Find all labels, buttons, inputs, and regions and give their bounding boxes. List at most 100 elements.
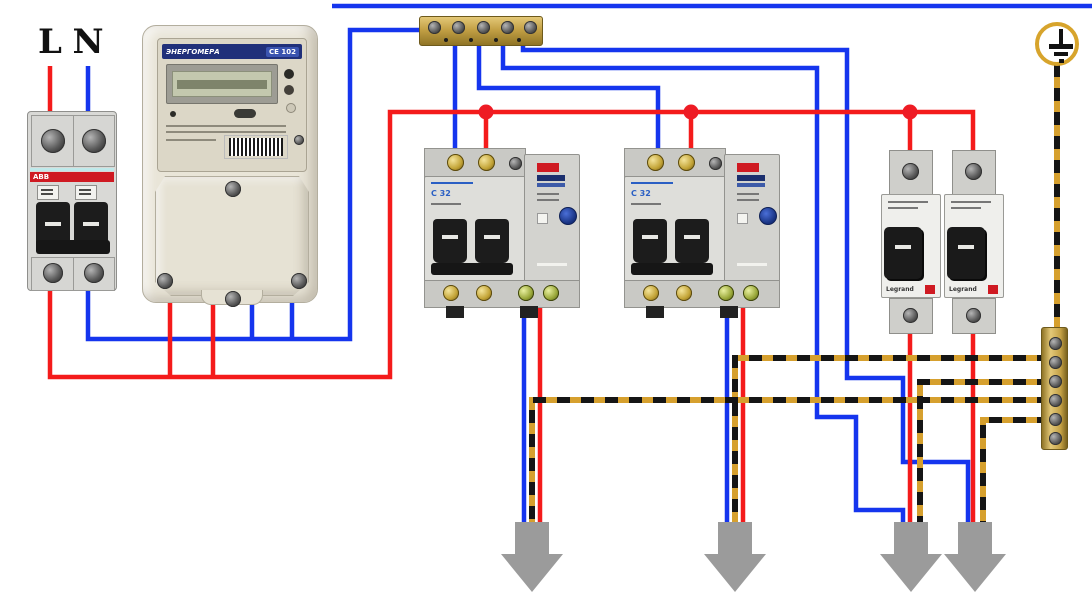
indicator-mark bbox=[79, 189, 91, 191]
earth-symbol-bar bbox=[1059, 59, 1064, 63]
rcd-top-terminals bbox=[424, 148, 526, 178]
terminal-screw bbox=[647, 154, 664, 171]
rcd-marking-line bbox=[737, 199, 759, 201]
rcd-mount-tab bbox=[720, 306, 738, 318]
breaker-brand-chip bbox=[988, 285, 998, 294]
busbar-screw bbox=[1049, 375, 1062, 388]
busbar-screw bbox=[1049, 413, 1062, 426]
earth-symbol-stem bbox=[1059, 29, 1063, 45]
breaker-toggle[interactable] bbox=[884, 227, 922, 279]
rcd-toggle[interactable] bbox=[433, 219, 467, 263]
terminal-screw bbox=[903, 308, 918, 323]
meter-spec-line bbox=[166, 125, 286, 127]
meter-button[interactable] bbox=[284, 69, 294, 79]
terminal-screw bbox=[966, 308, 981, 323]
breaker-brand: Legrand bbox=[886, 286, 914, 293]
meter-model: CE 102 bbox=[266, 46, 299, 57]
breaker-bottom-terminal bbox=[952, 298, 996, 334]
rcd-top-terminals bbox=[624, 148, 726, 178]
breaker-marking-line bbox=[888, 201, 928, 203]
output-arrow bbox=[880, 522, 942, 592]
busbar-hole bbox=[444, 38, 448, 42]
terminal-screw bbox=[743, 285, 759, 301]
meter-oval-button[interactable] bbox=[234, 109, 256, 118]
toggle-mark bbox=[895, 245, 911, 249]
terminal-screw bbox=[518, 285, 534, 301]
neutral-label: N bbox=[72, 22, 104, 62]
rcd-indicator-window bbox=[737, 213, 748, 224]
meter-button[interactable] bbox=[284, 85, 294, 95]
line-label: L bbox=[38, 22, 62, 62]
cover-screw bbox=[157, 273, 173, 289]
rcd-marking-line bbox=[737, 263, 767, 266]
rcd-indicator-window bbox=[537, 213, 548, 224]
rcd-bottom-terminals bbox=[424, 280, 580, 308]
branch-breaker-2: Legrand bbox=[944, 150, 1004, 334]
terminal-screw bbox=[709, 157, 722, 170]
toggle-mark bbox=[958, 245, 974, 249]
main-breaker-top-terminals bbox=[31, 115, 115, 167]
main-breaker-brand-band: ABB bbox=[30, 172, 114, 182]
main-breaker-brand: ABB bbox=[33, 173, 50, 181]
rcd-bottom-terminals bbox=[624, 280, 780, 308]
output-arrow bbox=[501, 522, 563, 592]
terminal-screw bbox=[643, 285, 659, 301]
busbar-hole bbox=[494, 38, 498, 42]
terminal bbox=[32, 116, 74, 166]
rcd-marking-line bbox=[431, 182, 473, 184]
meter-lcd bbox=[166, 64, 278, 104]
toggle-tie-bar bbox=[631, 263, 713, 275]
rcd-toggle[interactable] bbox=[675, 219, 709, 263]
rcd-rating: C 32 bbox=[431, 189, 451, 198]
rcd-differential-module bbox=[524, 154, 580, 282]
rcd-marking-line bbox=[537, 263, 567, 266]
breaker-top-terminal bbox=[889, 150, 933, 198]
breaker-bottom-terminal bbox=[889, 298, 933, 334]
rcd-switch-module: C 32 bbox=[424, 176, 526, 282]
rcd-marking-line bbox=[431, 203, 461, 205]
rcd-toggle[interactable] bbox=[475, 219, 509, 263]
terminal-screw bbox=[509, 157, 522, 170]
rcd-marking-line bbox=[631, 182, 673, 184]
rcd-mount-tab bbox=[446, 306, 464, 318]
rcd-rating: C 32 bbox=[631, 189, 651, 198]
terminal-screw bbox=[718, 285, 734, 301]
face-screw bbox=[294, 135, 304, 145]
terminal bbox=[73, 258, 114, 290]
terminal-screw bbox=[478, 154, 495, 171]
busbar-screw bbox=[477, 21, 490, 34]
rcd-test-button[interactable] bbox=[759, 207, 777, 225]
branch-breaker-1: Legrand bbox=[881, 150, 941, 334]
rcd-toggle[interactable] bbox=[633, 219, 667, 263]
main-breaker: ABB bbox=[27, 111, 117, 291]
rcd-marking-line bbox=[737, 193, 759, 195]
meter-pulse-led bbox=[170, 111, 176, 117]
terminal-screw bbox=[476, 285, 492, 301]
rcd-label-bar bbox=[737, 175, 765, 181]
breaker-toggle[interactable] bbox=[947, 227, 985, 279]
breaker-brand-chip bbox=[925, 285, 935, 294]
earth-busbar bbox=[1041, 327, 1068, 450]
rcd-differential-module bbox=[724, 154, 780, 282]
meter-face: ЭНЕРГОМЕРА CE 102 bbox=[157, 38, 307, 172]
cover-screw bbox=[225, 181, 241, 197]
rcd-marking-line bbox=[631, 203, 661, 205]
rcd-test-button[interactable] bbox=[559, 207, 577, 225]
toggle-mark bbox=[442, 235, 458, 239]
earth-symbol bbox=[1035, 22, 1079, 66]
terminal-screw bbox=[443, 285, 459, 301]
busbar-screw bbox=[1049, 356, 1062, 369]
busbar-screw bbox=[428, 21, 441, 34]
meter-spec-line bbox=[166, 131, 286, 133]
indicator-window bbox=[75, 185, 97, 200]
rcd-mount-tab bbox=[520, 306, 538, 318]
breaker-accent-stripe bbox=[30, 168, 114, 171]
meter-lcd-glass bbox=[172, 71, 272, 97]
energy-meter: ЭНЕРГОМЕРА CE 102 bbox=[142, 25, 318, 307]
meter-spec-line bbox=[166, 139, 216, 141]
main-breaker-bottom-terminals bbox=[31, 257, 115, 291]
toggle-tie-bar bbox=[431, 263, 513, 275]
terminal-screw bbox=[83, 263, 104, 283]
